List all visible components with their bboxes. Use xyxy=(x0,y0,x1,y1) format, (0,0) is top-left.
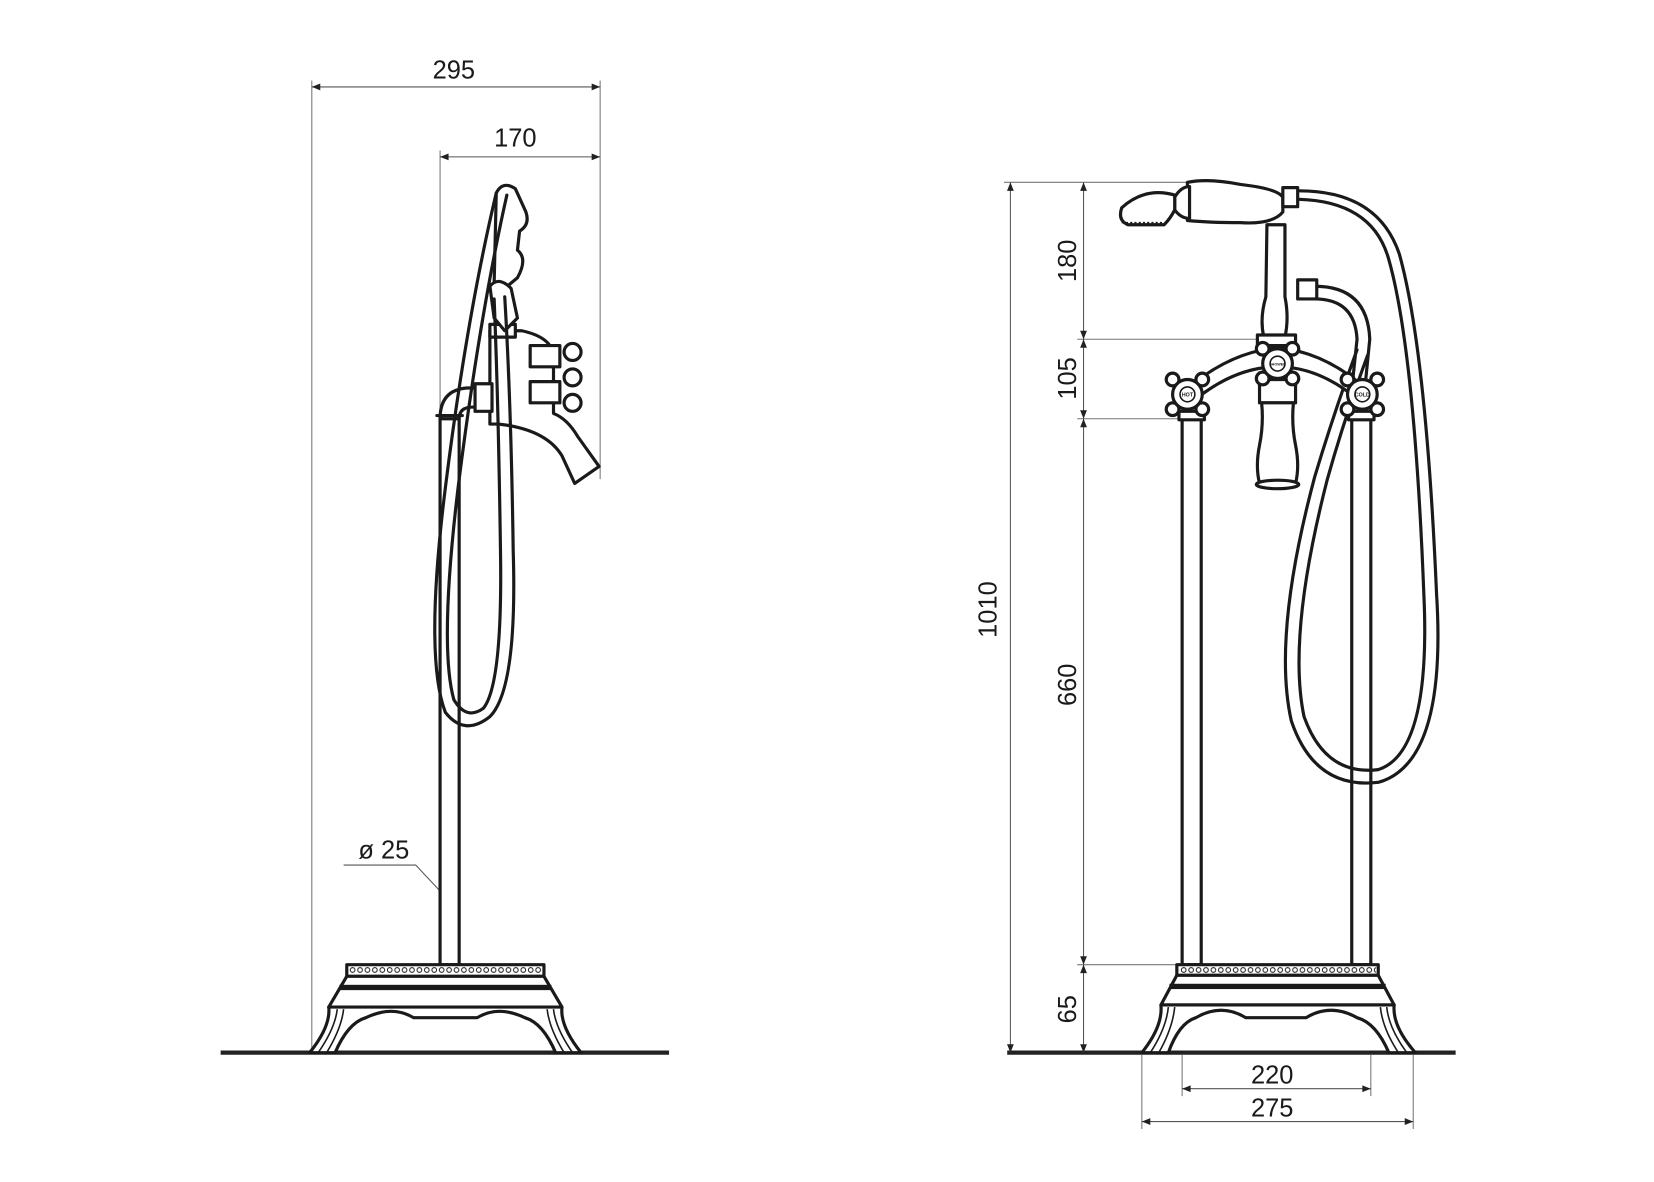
dimension-label: ø 25 xyxy=(358,837,409,865)
front-view: 1010 180 105 660 65 220 275 xyxy=(975,179,1456,1129)
dimension-diameter-25: ø 25 xyxy=(343,837,448,900)
shower-diverter-handle: SHOWER xyxy=(1254,340,1301,387)
dimension-label: 295 xyxy=(433,56,475,84)
dimension-170: 170 xyxy=(439,124,601,419)
side-hose xyxy=(433,191,516,728)
side-view: 295 170 ø 25 xyxy=(220,56,670,1055)
front-base xyxy=(1140,963,1417,1055)
hot-label: HOT xyxy=(1182,392,1194,398)
right-pillar xyxy=(1350,417,1373,967)
shower-label: SHOWER xyxy=(1269,363,1286,367)
dimension-horizontal-bottom: 220 275 xyxy=(1141,1054,1414,1129)
dimension-105-label: 105 xyxy=(1054,357,1082,399)
side-base xyxy=(308,963,583,1055)
side-mixer-body xyxy=(473,322,601,485)
dimension-660-label: 660 xyxy=(1054,664,1082,706)
dimension-chain-vertical: 180 105 660 65 xyxy=(1054,182,1262,1053)
dimension-295: 295 xyxy=(311,56,601,1050)
left-pillar xyxy=(1180,417,1203,967)
front-hose xyxy=(1283,189,1440,785)
hot-handle: HOT xyxy=(1164,371,1211,418)
dimension-label: 1010 xyxy=(975,581,1003,638)
dimension-label: 170 xyxy=(494,124,536,152)
cold-handle: COLD xyxy=(1339,371,1386,418)
front-handshower xyxy=(1118,179,1300,348)
front-spout xyxy=(1254,377,1301,491)
cold-label: COLD xyxy=(1355,392,1370,398)
dimension-65-label: 65 xyxy=(1054,995,1082,1023)
dimension-220-label: 220 xyxy=(1251,1061,1293,1089)
dimension-1010: 1010 xyxy=(975,181,1220,1053)
dimension-180-label: 180 xyxy=(1054,240,1082,282)
dimension-275-label: 275 xyxy=(1251,1094,1293,1122)
